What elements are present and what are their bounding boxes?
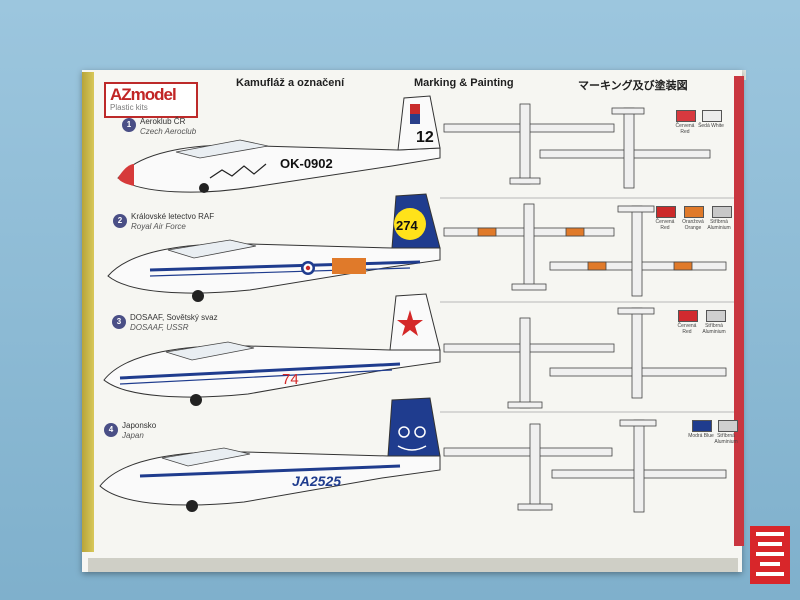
box-right-edge	[734, 76, 744, 546]
brand-logo: AZmodel Plastic kits	[104, 82, 198, 118]
heading-czech: Kamufláž a označení	[236, 77, 345, 89]
swatch-row3-red-label: Červená Red	[677, 323, 697, 335]
glider-profile-1: 12 OK-0902	[117, 95, 441, 193]
swatch-row4-aluminium	[718, 420, 738, 432]
swatch-row2-orange	[684, 206, 704, 218]
watermark-stamp-icon	[750, 526, 790, 584]
registration-4: JA2525	[292, 473, 341, 489]
glider-profile-3: 74	[103, 293, 441, 406]
scheme-label-1: Aeroklub ČR Czech Aeroclub	[140, 117, 196, 137]
heading-english: Marking & Painting	[414, 77, 514, 89]
scheme-number-4: 4	[104, 423, 118, 437]
scheme-label-3: DOSAAF, Sovětský svaz DOSAAF, USSR	[130, 313, 218, 333]
scheme-1-line1: Aeroklub ČR	[140, 117, 186, 126]
row-dividers	[440, 197, 734, 413]
scheme-4-line2: Japan	[122, 431, 144, 440]
scheme-1-line2: Czech Aeroclub	[140, 127, 197, 136]
box-left-edge	[82, 72, 94, 552]
scheme-number-1: 1	[122, 118, 136, 132]
swatch-row2-orange-label: Oranžová Orange	[682, 219, 704, 231]
swatch-row1-red-label: Červená Red	[675, 123, 695, 135]
swatch-row4-blue-label: Modrá Blue	[688, 433, 714, 439]
brand-name: AZmodel	[110, 85, 177, 104]
brand-tagline: Plastic kits	[110, 103, 148, 112]
swatch-row2-aluminium	[712, 206, 732, 218]
glider-profile-2: 274	[107, 193, 441, 302]
registration-1: OK-0902	[280, 156, 333, 171]
scheme-3-line2: DOSAAF, USSR	[130, 323, 189, 332]
swatch-row1-white-label: Šedá White	[698, 123, 724, 129]
scheme-label-2: Královské letectvo RAF Royal Air Force	[131, 212, 214, 232]
swatch-row3-aluminium-label: Stříbrná Aluminium	[702, 323, 726, 335]
glider-top-views	[443, 103, 727, 513]
swatch-row1-red	[676, 110, 696, 122]
swatch-row4-aluminium-label: Stříbrná Aluminium	[714, 433, 738, 445]
swatch-row2-red-label: Červená Red	[655, 219, 675, 231]
heading-japanese: マーキング及び塗装図	[578, 80, 688, 92]
swatch-row4-blue	[692, 420, 712, 432]
scheme-number-3: 3	[112, 315, 126, 329]
swatch-row3-red	[678, 310, 698, 322]
scheme-4-line1: Japonsko	[122, 421, 157, 430]
swatch-row1-white	[702, 110, 722, 122]
scheme-3-line1: DOSAAF, Sovětský svaz	[130, 313, 218, 322]
scheme-2-line1: Královské letectvo RAF	[131, 212, 215, 221]
swatch-row2-red	[656, 206, 676, 218]
swatch-row2-aluminium-label: Stříbrná Aluminium	[707, 219, 731, 231]
tail-code-3: 74	[282, 371, 299, 388]
scheme-2-line2: Royal Air Force	[131, 222, 186, 231]
tail-code-1: 12	[416, 129, 434, 146]
tail-code-2: 274	[396, 218, 418, 233]
glider-profile-4: JA2525	[99, 397, 441, 512]
swatch-row3-aluminium	[706, 310, 726, 322]
box-bottom-edge	[88, 558, 738, 572]
scheme-label-4: Japonsko Japan	[122, 421, 156, 441]
scheme-number-2: 2	[113, 214, 127, 228]
glider-artwork: 12 OK-0902 274 74	[99, 95, 734, 513]
